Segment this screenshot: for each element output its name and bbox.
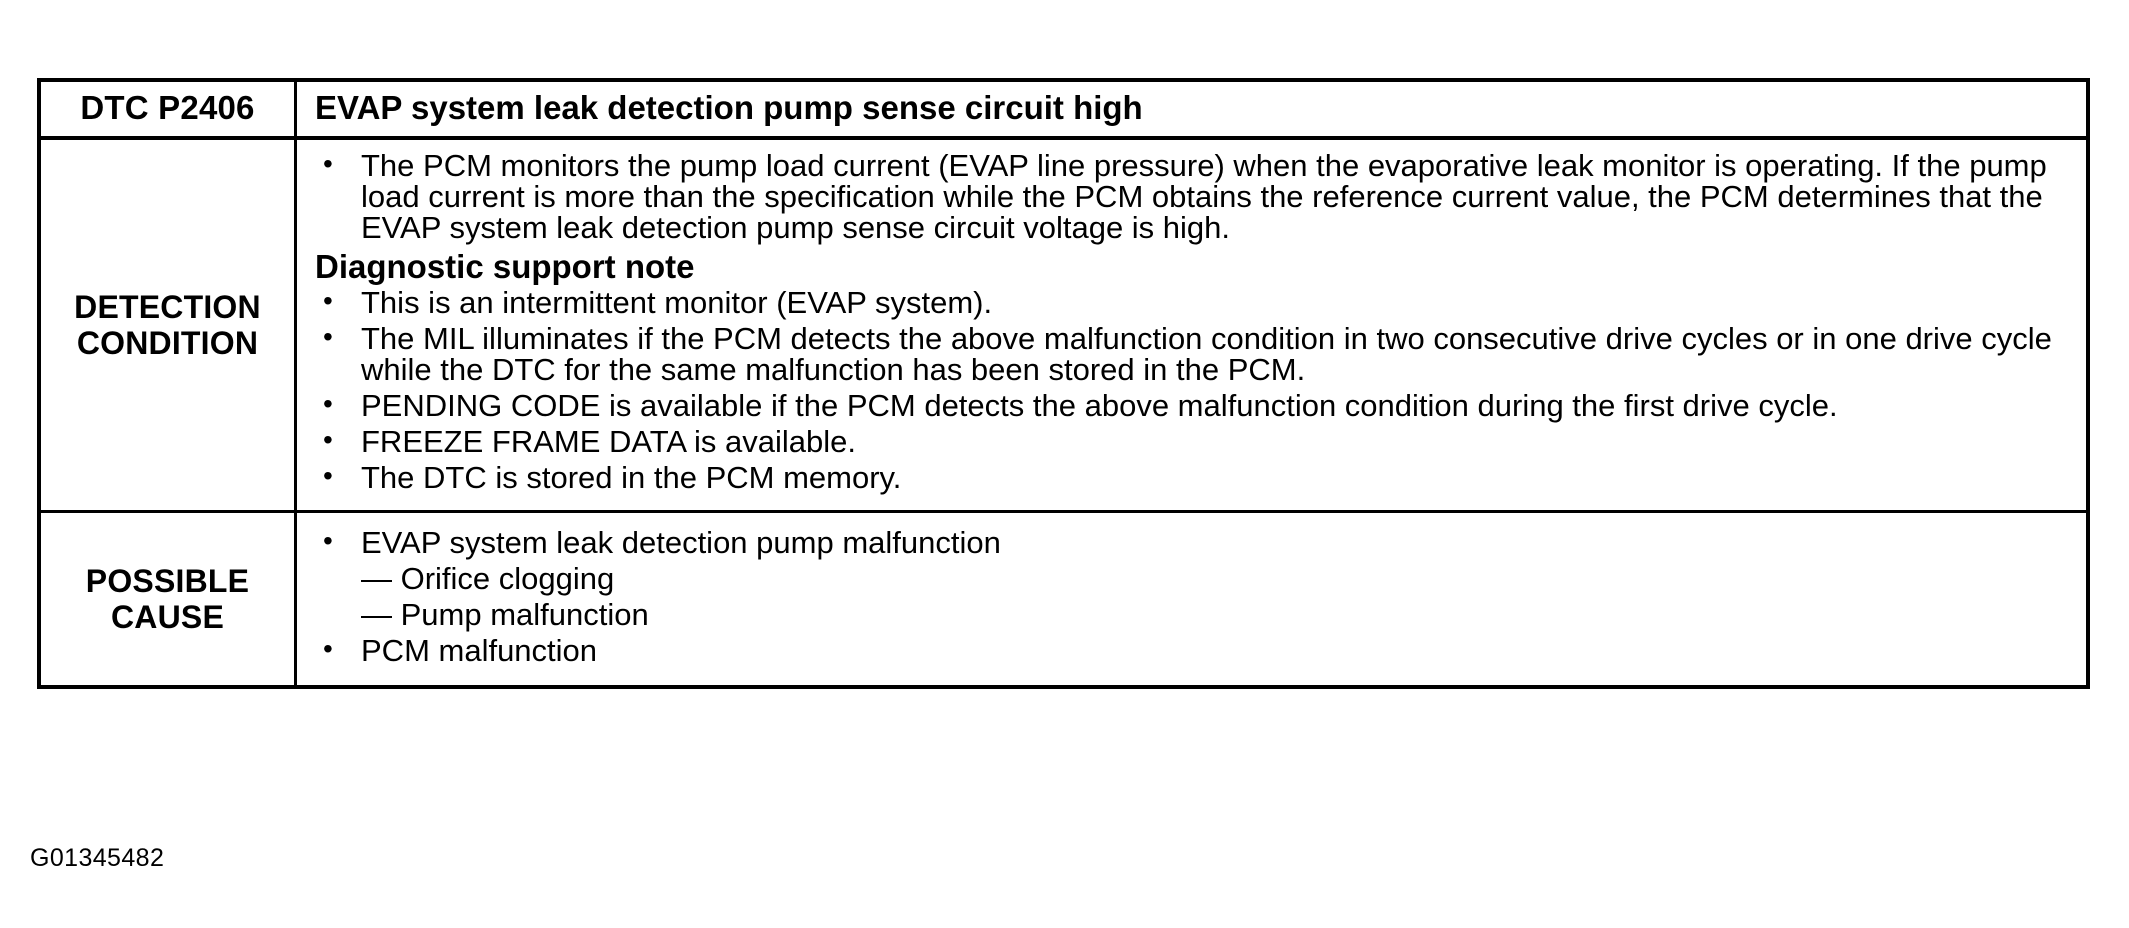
detection-bullet-1-text: The PCM monitors the pump load current (… — [361, 148, 2047, 245]
possible-cause-bullets: EVAP system leak detection pump malfunct… — [315, 527, 2072, 671]
cause-subitem-1-text: — Orifice clogging — [361, 561, 615, 596]
list-item: FREEZE FRAME DATA is available. — [315, 426, 2072, 462]
list-item: The PCM monitors the pump load current (… — [315, 150, 2072, 248]
cause-bullet-2-text: PCM malfunction — [361, 633, 598, 668]
diagnostic-support-note-heading: Diagnostic support note — [315, 248, 695, 285]
list-item: The DTC is stored in the PCM memory. — [315, 462, 2072, 498]
note-bullet-5-text: The DTC is stored in the PCM memory. — [361, 460, 902, 495]
list-item: PCM malfunction — [315, 635, 2072, 671]
dtc-diagnostic-table: DTC P2406 EVAP system leak detection pum… — [37, 78, 2090, 689]
list-item: EVAP system leak detection pump malfunct… — [315, 527, 2072, 635]
dtc-code-cell: DTC P2406 — [37, 78, 297, 140]
dtc-title-cell: EVAP system leak detection pump sense ci… — [294, 78, 2090, 140]
possible-cause-label: POSSIBLE CAUSE — [37, 510, 297, 689]
table-row-detection-condition: DETECTION CONDITION The PCM monitors the… — [37, 136, 2090, 513]
list-item: PENDING CODE is available if the PCM det… — [315, 390, 2072, 426]
list-item: The MIL illuminates if the PCM detects t… — [315, 323, 2072, 390]
possible-cause-content: EVAP system leak detection pump malfunct… — [294, 510, 2090, 689]
table-row-possible-cause: POSSIBLE CAUSE EVAP system leak detectio… — [37, 510, 2090, 689]
note-bullet-4-text: FREEZE FRAME DATA is available. — [361, 424, 856, 459]
note-bullet-1-text: This is an intermittent monitor (EVAP sy… — [361, 285, 993, 320]
detection-bullets-note: This is an intermittent monitor (EVAP sy… — [315, 287, 2072, 498]
possible-cause-label-line2: CAUSE — [110, 599, 224, 635]
detection-condition-content: The PCM monitors the pump load current (… — [294, 136, 2090, 513]
detection-condition-label-line2: CONDITION — [76, 325, 259, 361]
detection-condition-label: DETECTION CONDITION — [37, 136, 297, 513]
note-bullet-3-text: PENDING CODE is available if the PCM det… — [361, 388, 1838, 423]
cause-bullet-1-text: EVAP system leak detection pump malfunct… — [361, 525, 1001, 560]
figure-reference-code: G01345482 — [30, 844, 165, 872]
detection-condition-label-line1: DETECTION — [74, 288, 261, 325]
possible-cause-label-line1: POSSIBLE — [85, 562, 250, 599]
note-bullet-2-text: The MIL illuminates if the PCM detects t… — [361, 321, 2052, 387]
cause-subitem-2-text: — Pump malfunction — [361, 597, 649, 632]
detection-bullets-primary: The PCM monitors the pump load current (… — [315, 150, 2072, 248]
list-item: This is an intermittent monitor (EVAP sy… — [315, 287, 2072, 323]
table-row-header: DTC P2406 EVAP system leak detection pum… — [37, 78, 2090, 140]
